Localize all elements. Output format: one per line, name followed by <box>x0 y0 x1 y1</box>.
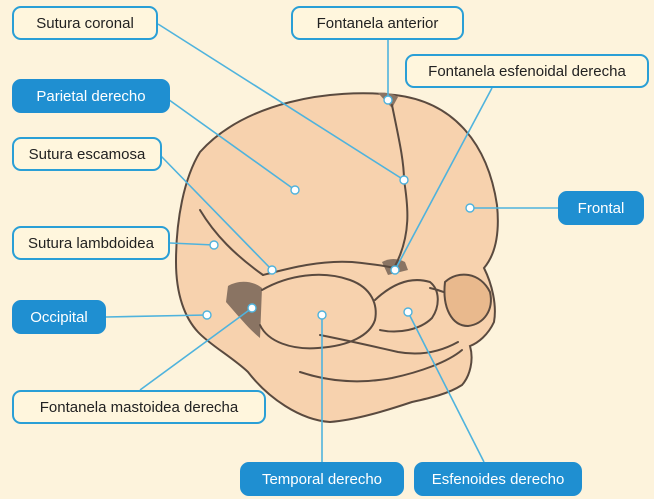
label-parietal-derecho: Parietal derecho <box>12 79 170 113</box>
label-fontanela-mastoidea-derecha: Fontanela mastoidea derecha <box>12 390 266 424</box>
label-sutura-escamosa: Sutura escamosa <box>12 137 162 171</box>
label-frontal: Frontal <box>558 191 644 225</box>
orbit-shape <box>444 275 490 326</box>
anchor-frontal <box>466 204 474 212</box>
anchor-parietal-derecho <box>291 186 299 194</box>
anchor-esfenoides-derecho <box>404 308 412 316</box>
anchor-sutura-escamosa <box>268 266 276 274</box>
label-sutura-lambdoidea: Sutura lambdoidea <box>12 226 170 260</box>
anchor-occipital <box>203 311 211 319</box>
label-temporal-derecho: Temporal derecho <box>240 462 404 496</box>
label-fontanela-esfenoidal-derecha: Fontanela esfenoidal derecha <box>405 54 649 88</box>
anchor-fontanela-esfenoidal <box>391 266 399 274</box>
anchor-fontanela-mastoidea <box>248 304 256 312</box>
label-esfenoides-derecho: Esfenoides derecho <box>414 462 582 496</box>
label-occipital: Occipital <box>12 300 106 334</box>
anchor-sutura-coronal <box>400 176 408 184</box>
anchor-temporal-derecho <box>318 311 326 319</box>
anchor-sutura-lambdoidea <box>210 241 218 249</box>
skull-outline <box>176 93 498 422</box>
label-sutura-coronal: Sutura coronal <box>12 6 158 40</box>
anchor-fontanela-anterior <box>384 96 392 104</box>
label-fontanela-anterior: Fontanela anterior <box>291 6 464 40</box>
